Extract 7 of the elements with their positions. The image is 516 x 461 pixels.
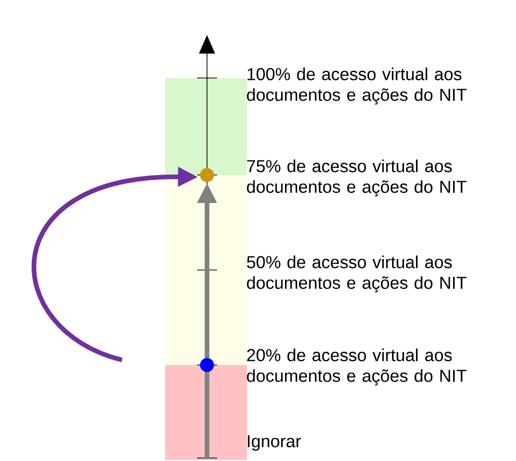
level-label: Ignorar — [248, 435, 301, 451]
level-label: 75% de acesso virtual aos documentos e ações do NIT — [247, 160, 466, 196]
dot — [200, 168, 214, 182]
level-label: 100% de acesso virtual aos documentos e ações do NIT — [247, 68, 466, 104]
dot — [200, 358, 214, 372]
level-label: 20% de acesso virtual aos documentos e ações do NIT — [247, 348, 466, 386]
level-label: 50% de acesso virtual aos documentos e ações do NIT — [246, 256, 466, 292]
